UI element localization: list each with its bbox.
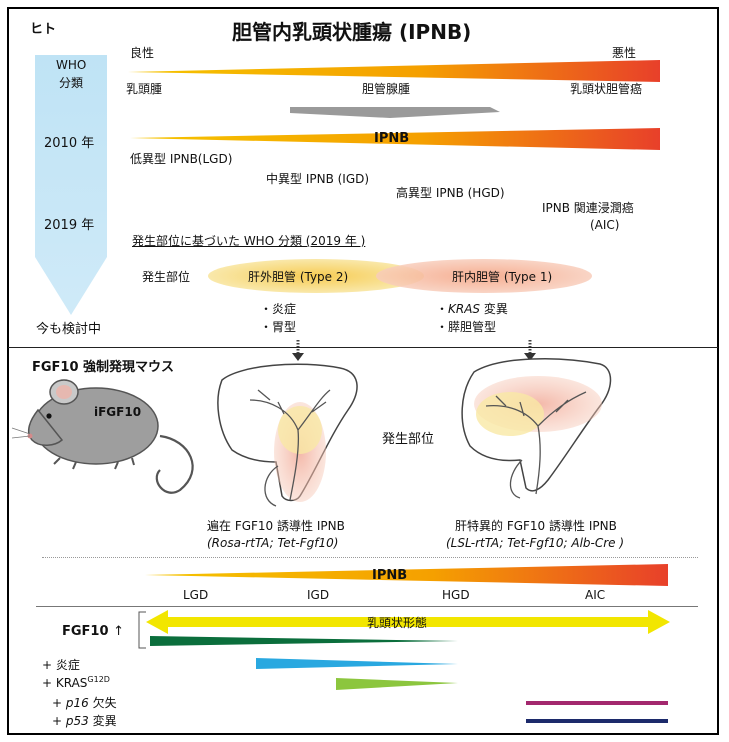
type1-ellipse <box>376 259 592 293</box>
bar-navy <box>526 719 668 723</box>
type2-ellipse <box>208 259 424 293</box>
row1-term1: 乳頭腫 <box>126 82 163 96</box>
down-arrow-right <box>524 340 536 361</box>
liver2-caption: 肝特異的 FGF10 誘導性 IPNB <box>455 519 617 533</box>
fgf10-bracket <box>138 611 146 649</box>
liver2-illustration <box>461 357 612 499</box>
mouse-illustration <box>11 379 194 494</box>
who-head: WHO <box>56 58 87 72</box>
grade-aic-abbr: (AIC) <box>590 218 620 232</box>
row1-gradient-wedge <box>128 60 660 82</box>
row1-malignant: 悪性 <box>612 46 637 60</box>
row1-benign: 良性 <box>130 46 155 60</box>
site-label: 発生部位 <box>142 270 191 284</box>
papillary-double-arrow <box>146 610 670 634</box>
row2-bar-label: IPNB <box>374 131 410 146</box>
who-head2: 分類 <box>58 76 83 90</box>
mouse-heading: FGF10 強制発現マウス <box>32 360 175 375</box>
who2019-heading: 発生部位に基づいた WHO 分類 (2019 年 ) <box>132 234 366 248</box>
liver2-genotype: (LSL-rtTA; Tet-Fgf10; Alb-Cre ) <box>446 536 625 550</box>
grade-igd: 中異型 IPNB (IGD) <box>266 172 370 186</box>
down-arrow-left <box>292 340 304 361</box>
type1-bullet2: ・膵胆管型 <box>436 320 497 334</box>
figure-frame <box>7 7 719 735</box>
type2-label: 肝外胆管 (Type 2) <box>248 270 349 284</box>
stage-axis-line <box>36 606 698 607</box>
corner-label: ヒト <box>30 22 57 37</box>
dotted-divider <box>42 557 698 558</box>
mouse-ipnb-label: IPNB <box>372 568 408 583</box>
who-year-2019: 2019 年 <box>44 218 95 233</box>
page-title: 胆管内乳頭状腫瘍 (IPNB) <box>232 20 472 44</box>
papillary-label: 乳頭状形態 <box>367 616 428 630</box>
who-column-arrow <box>35 55 107 315</box>
liver1-illustration <box>217 363 358 507</box>
factor-kras: + KRASG12D <box>42 675 110 690</box>
grade-lgd: 低異型 IPNB(LGD) <box>130 152 233 166</box>
factor-p16: + p16 欠失 <box>52 696 117 710</box>
gray-arrow <box>290 107 500 118</box>
liver1-caption: 遍在 FGF10 誘導性 IPNB <box>207 519 345 533</box>
type1-label: 肝内胆管 (Type 1) <box>452 270 553 284</box>
fgf10-label: FGF10 ↑ <box>62 624 124 639</box>
type1-bullet1: ・KRAS 変異 <box>436 302 508 316</box>
liver1-genotype: (Rosa-rtTA; Tet-Fgf10) <box>207 536 339 550</box>
grade-aic: IPNB 関連浸潤癌 <box>542 201 634 215</box>
stage-igd: IGD <box>307 588 330 602</box>
who-bottom: 今も検討中 <box>36 322 102 337</box>
row1-term2: 胆管腺腫 <box>362 82 411 96</box>
mouse-ipnb-wedge <box>145 564 668 586</box>
bar-green-dark <box>150 636 458 646</box>
factor-inflammation: + 炎症 <box>42 658 80 672</box>
factor-p53: + p53 変異 <box>52 714 117 728</box>
bar-green-light <box>336 678 458 690</box>
stage-aic: AIC <box>585 588 606 602</box>
row1-term3: 乳頭状胆管癌 <box>570 82 643 96</box>
type2-bullet2: ・胃型 <box>260 320 297 334</box>
stage-lgd: LGD <box>183 588 209 602</box>
stage-hgd: HGD <box>442 588 470 602</box>
bar-magenta <box>526 701 668 705</box>
bar-blue <box>256 658 458 669</box>
row2-gradient-wedge <box>130 128 660 150</box>
type2-bullet1: ・炎症 <box>260 302 297 316</box>
mouse-site-label: 発生部位 <box>382 432 435 447</box>
mouse-label: iFGF10 <box>94 405 142 419</box>
who-year-2010: 2010 年 <box>44 136 95 151</box>
grade-hgd: 高異型 IPNB (HGD) <box>396 186 505 200</box>
section-divider <box>8 347 718 348</box>
